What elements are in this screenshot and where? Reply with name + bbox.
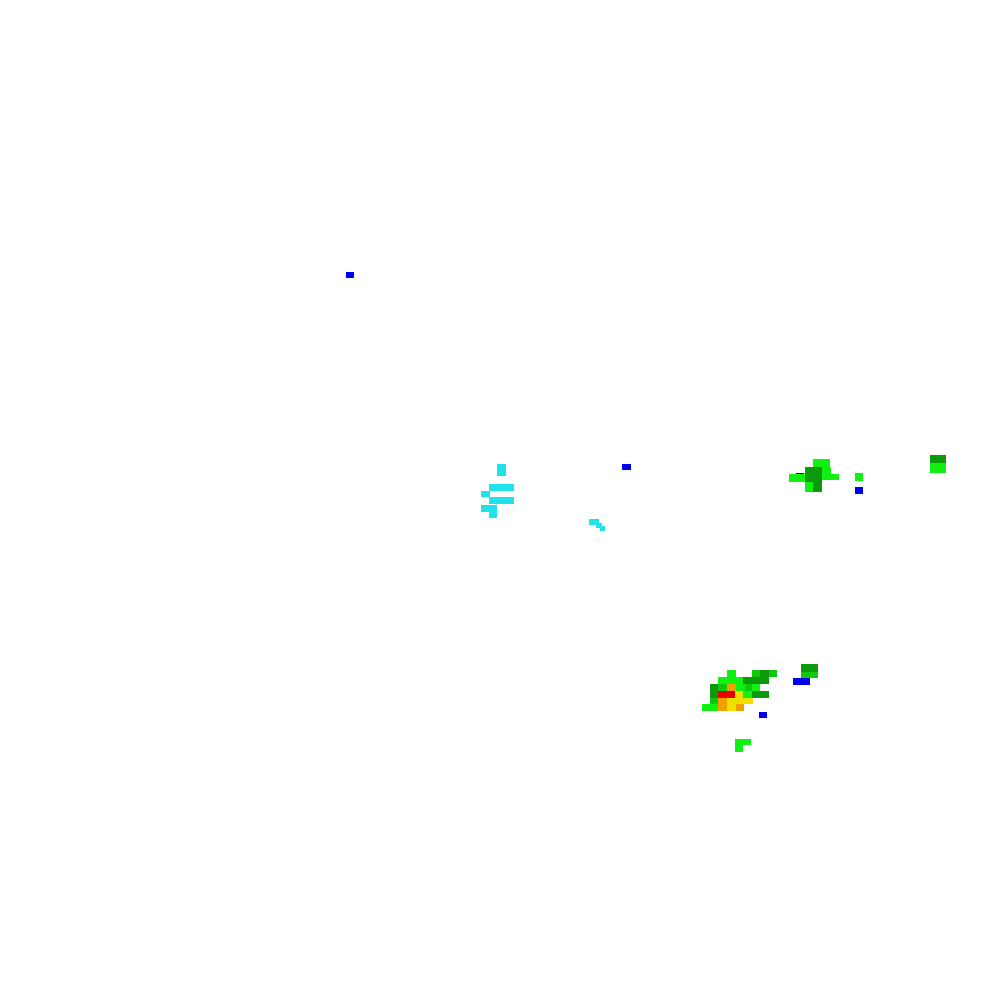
radar-reflectivity-cell	[727, 684, 736, 691]
radar-reflectivity-cell	[489, 512, 497, 518]
radar-reflectivity-cell	[736, 684, 745, 691]
radar-reflectivity-cell	[760, 670, 769, 677]
radar-reflectivity-cell	[752, 691, 769, 698]
radar-reflectivity-cell	[735, 745, 743, 752]
radar-reflectivity-cell	[760, 677, 769, 684]
radar-reflectivity-cell	[481, 505, 497, 512]
radar-reflectivity-cell	[710, 691, 719, 698]
radar-reflectivity-cell	[805, 482, 814, 492]
radar-reflectivity-cell	[930, 455, 946, 464]
radar-reflectivity-cell	[930, 463, 946, 473]
radar-reflectivity-cell	[718, 698, 727, 704]
radar-reflectivity-cell	[736, 704, 744, 711]
radar-reflectivity-cell	[718, 691, 726, 698]
radar-reflectivity-cell	[481, 491, 490, 497]
radar-reflectivity-cell	[710, 698, 719, 704]
radar-reflectivity-cell	[497, 472, 506, 476]
radar-reflectivity-cell	[718, 684, 727, 691]
radar-reflectivity-cell	[743, 691, 752, 698]
radar-reflectivity-cell	[735, 739, 751, 745]
radar-reflectivity-cell	[745, 698, 753, 704]
radar-reflectivity-cell	[734, 677, 743, 684]
radar-reflectivity-cell	[855, 487, 863, 494]
radar-reflectivity-cell	[489, 497, 514, 504]
radar-reflectivity-cell	[736, 698, 745, 704]
radar-reflectivity-cell	[718, 704, 727, 711]
radar-reflectivity-cell	[801, 664, 818, 672]
radar-reflectivity-cell	[793, 678, 810, 685]
radar-reflectivity-cell	[801, 672, 818, 678]
radar-reflectivity-cell	[805, 474, 822, 482]
radar-reflectivity-cell	[346, 272, 354, 278]
radar-reflectivity-cell	[727, 704, 736, 711]
radar-reflectivity-cell	[622, 464, 631, 470]
radar-reflectivity-cell	[718, 677, 734, 684]
radar-reflectivity-cell	[589, 519, 599, 525]
radar-reflectivity-cell	[855, 473, 863, 481]
radar-reflectivity-cell	[735, 691, 743, 698]
radar-reflectivity-cell	[813, 482, 822, 492]
radar-reflectivity-cell	[489, 484, 514, 491]
radar-reflectivity-cell	[752, 684, 760, 691]
radar-reflectivity-cell	[805, 467, 822, 475]
radar-reflectivity-cell	[727, 698, 736, 704]
radar-reflectivity-cell	[743, 677, 760, 684]
radar-reflectivity-cell	[600, 526, 605, 531]
radar-reflectivity-cell	[789, 474, 805, 482]
radar-reflectivity-cell	[726, 691, 735, 698]
radar-reflectivity-cell	[822, 474, 839, 480]
radar-reflectivity-cell	[727, 670, 736, 677]
radar-reflectivity-cell	[596, 523, 602, 528]
radar-reflectivity-cell	[759, 712, 767, 718]
radar-reflectivity-cell	[822, 467, 831, 475]
radar-reflectivity-cell	[702, 704, 718, 711]
radar-reflectivity-cell	[745, 684, 754, 691]
radar-reflectivity-cell	[813, 459, 830, 467]
radar-reflectivity-cell	[497, 464, 506, 472]
radar-reflectivity-cell	[710, 684, 718, 691]
